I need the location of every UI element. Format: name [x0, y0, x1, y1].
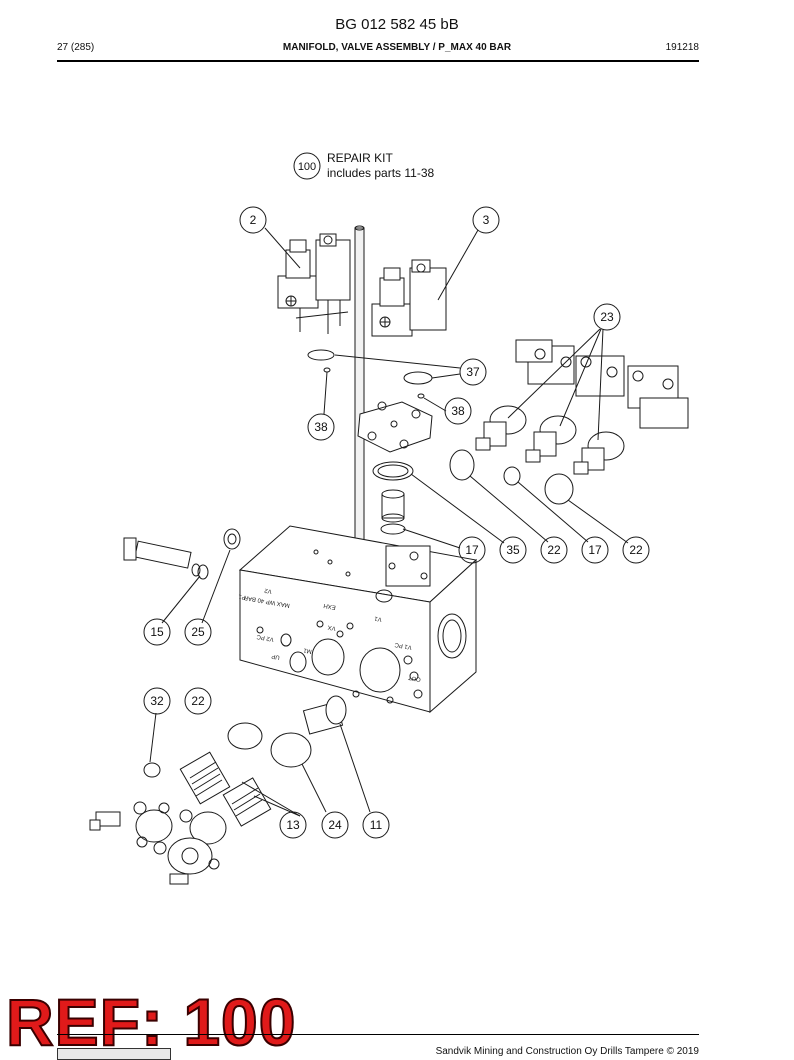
callout-23: 23 — [600, 310, 614, 324]
o-ring-22b — [544, 473, 574, 505]
revision-date: 191218 — [665, 42, 699, 53]
callout-35: 35 — [506, 543, 520, 557]
plug-11 — [302, 695, 347, 735]
small-ring-38b — [417, 393, 425, 399]
page-title: MANIFOLD, VALVE ASSEMBLY / P_MAX 40 BAR — [282, 42, 512, 53]
label-up: UP — [271, 653, 280, 660]
check-valve-15 — [123, 537, 209, 580]
manifold-block — [238, 525, 478, 714]
label-m1: M1 — [302, 646, 312, 653]
callout-38b: 38 — [314, 420, 328, 434]
o-ring-17b — [503, 466, 521, 486]
header-rule — [57, 60, 699, 62]
callout-3: 3 — [483, 213, 490, 227]
callout-13: 13 — [286, 818, 300, 832]
leader-lines — [149, 227, 629, 817]
label-v2pc: V2 PC — [256, 633, 275, 642]
o-ring-22c — [227, 722, 263, 750]
callout-22b: 22 — [629, 543, 643, 557]
o-ring-17 — [380, 523, 406, 535]
callout-24: 24 — [328, 818, 342, 832]
page-number: 27 (285) — [57, 42, 95, 53]
adapter-plate — [357, 401, 433, 453]
springs-13 — [179, 751, 272, 827]
label-vx: VX — [327, 624, 336, 631]
solenoid-valve-3 — [371, 259, 447, 337]
callout-15: 15 — [150, 625, 164, 639]
o-ring-22a — [449, 449, 475, 481]
o-ring-37b — [403, 371, 433, 385]
o-ring-24 — [270, 732, 312, 768]
repair-kit-includes: includes parts 11-38 — [327, 166, 435, 180]
solenoid-valve-2 — [277, 233, 351, 334]
cartridge-valves — [475, 339, 689, 475]
label-v1pc: V1 PC — [394, 641, 413, 650]
footer-logo — [57, 1048, 171, 1060]
washer-32 — [143, 762, 161, 778]
callout-32: 32 — [150, 694, 164, 708]
callout-38a: 38 — [451, 404, 465, 418]
label-v2: V2 — [263, 587, 272, 594]
callout-22c: 22 — [191, 694, 205, 708]
document-number: BG 012 582 45 bB — [335, 16, 459, 33]
footer-copyright: Sandvik Mining and Construction Oy Drill… — [435, 1046, 699, 1057]
o-ring-37a — [307, 349, 335, 361]
label-out: OUT — [408, 674, 422, 682]
callout-25: 25 — [191, 625, 205, 639]
callout-17a: 17 — [465, 543, 479, 557]
callout-37: 37 — [466, 365, 480, 379]
callout-11: 11 — [370, 818, 383, 832]
label-v1: V1 — [373, 615, 382, 622]
callout-17b: 17 — [588, 543, 602, 557]
callout-100: 100 — [298, 161, 316, 173]
small-ring-38a — [323, 367, 331, 373]
vertical-rod — [351, 225, 368, 571]
plug-25 — [223, 528, 241, 550]
fitting-assembly — [89, 801, 227, 885]
check-plug — [381, 489, 405, 523]
footer-rule — [57, 1034, 699, 1035]
ref-stamp: REF: 100 — [5, 984, 297, 1060]
repair-kit-title: REPAIR KIT — [327, 151, 393, 165]
callout-22a: 22 — [547, 543, 561, 557]
callout-circles — [143, 152, 650, 839]
callout-2: 2 — [250, 213, 257, 227]
repair-kit-note: REPAIR KIT includes parts 11-38 — [327, 151, 434, 181]
label-exh: EXH — [323, 602, 336, 610]
seal-35 — [372, 461, 414, 481]
label-p1: P1 — [237, 593, 246, 600]
